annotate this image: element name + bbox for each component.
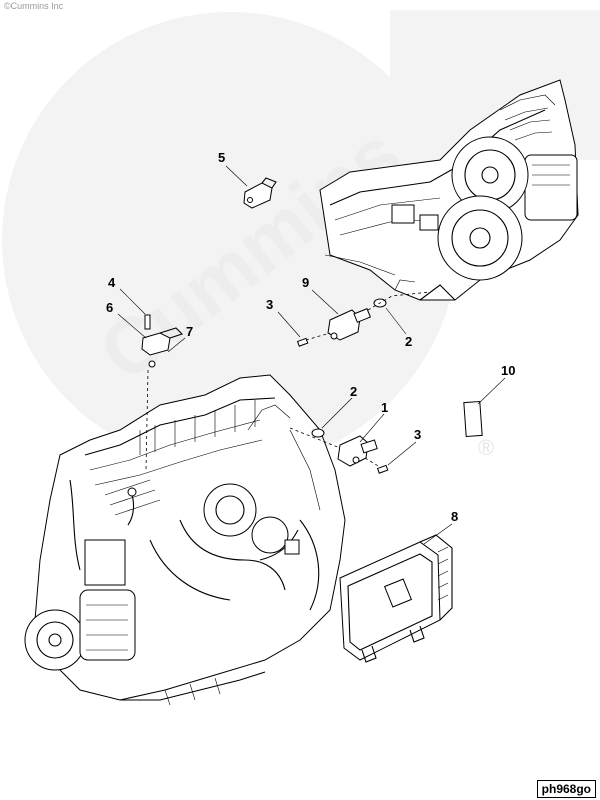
copyright-notice: ©Cummins Inc bbox=[4, 1, 64, 11]
callout-labels: 5 4 6 7 3 9 2 2 1 3 10 8 bbox=[106, 150, 515, 524]
leader-6 bbox=[117, 313, 147, 339]
part-2-o-ring-upper bbox=[367, 291, 431, 311]
part-3-screw-upper bbox=[296, 332, 331, 347]
part-5-sensor bbox=[243, 177, 277, 209]
callout-10: 10 bbox=[501, 363, 515, 378]
drawing-id-label: ph968go bbox=[536, 780, 596, 798]
part-9-sensor bbox=[327, 308, 372, 341]
callout-4: 4 bbox=[108, 275, 116, 290]
leader-8 bbox=[423, 523, 453, 545]
registered-mark: ® bbox=[478, 435, 494, 460]
callout-2-lower: 2 bbox=[350, 384, 357, 399]
leader-3-upper bbox=[277, 311, 301, 338]
part-6-sensor-bracket bbox=[141, 314, 184, 471]
callout-6: 6 bbox=[106, 300, 113, 315]
engine-front-view bbox=[319, 79, 579, 301]
leader-5 bbox=[225, 165, 248, 187]
part-3-screw-lower bbox=[364, 457, 389, 474]
leader-lines bbox=[117, 165, 506, 545]
leader-2-upper bbox=[385, 307, 407, 335]
part-1-sensor bbox=[289, 427, 378, 467]
leader-4 bbox=[119, 288, 146, 315]
callout-1: 1 bbox=[381, 400, 388, 415]
leader-7 bbox=[167, 337, 186, 353]
part-2-o-ring-lower bbox=[311, 428, 325, 438]
part-8-ecm bbox=[339, 534, 453, 663]
callout-5: 5 bbox=[218, 150, 225, 165]
engine-main-view bbox=[24, 374, 346, 706]
callout-2-upper: 2 bbox=[405, 334, 412, 349]
leader-9 bbox=[311, 289, 339, 315]
leader-10 bbox=[477, 377, 506, 405]
callout-3-upper: 3 bbox=[266, 297, 273, 312]
callout-8: 8 bbox=[451, 509, 458, 524]
leader-2-lower bbox=[321, 397, 353, 429]
leader-1 bbox=[359, 413, 385, 443]
callout-9: 9 bbox=[302, 275, 309, 290]
part-10-label bbox=[463, 400, 483, 438]
callout-3-lower: 3 bbox=[414, 427, 421, 442]
leader-3-lower bbox=[387, 441, 417, 466]
callout-7: 7 bbox=[186, 324, 193, 339]
